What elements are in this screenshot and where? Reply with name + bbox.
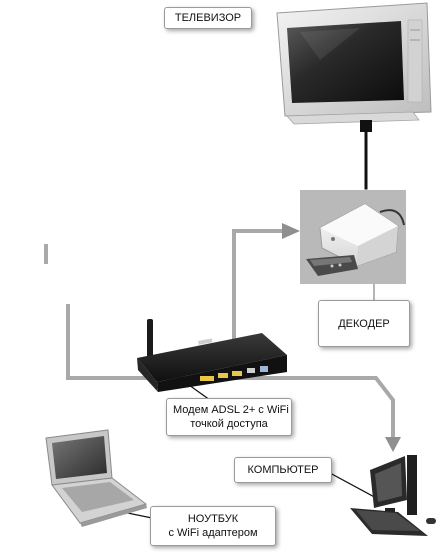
modem-decoder-cable — [232, 229, 288, 374]
decoder-label: ДЕКОДЕР — [318, 300, 410, 347]
computer-label: КОМПЬЮТЕР — [234, 457, 332, 483]
computer-arrow-icon — [385, 437, 401, 452]
decoder-label-text: ДЕКОДЕР — [338, 318, 390, 330]
modem-label: Модем ADSL 2+ с WiFi точкой доступа — [166, 398, 292, 436]
computer-label-text: КОМПЬЮТЕР — [247, 464, 319, 476]
modem-label-line2: точкой доступа — [190, 418, 268, 430]
computer-label-line — [329, 472, 381, 501]
decoder-arrow-icon — [282, 223, 300, 239]
laptop-icon — [45, 429, 148, 527]
computer-icon — [350, 455, 436, 536]
antenna-icon — [147, 319, 153, 361]
modem-icon — [137, 319, 287, 392]
tv-label-text: ТЕЛЕВИЗОР — [174, 12, 242, 24]
remote-icon — [306, 255, 358, 276]
phone-line-cable — [66, 304, 395, 440]
laptop-label-line2: с WiFi адаптером — [168, 527, 258, 539]
tv-label: ТЕЛЕВИЗОР — [164, 7, 252, 29]
laptop-label-line1: НОУТБУК — [187, 513, 239, 525]
television-icon — [276, 2, 432, 132]
modem-label-line1: Модем ADSL 2+ с WiFi — [173, 404, 289, 416]
laptop-label: НОУТБУК с WiFi адаптером — [150, 506, 276, 546]
